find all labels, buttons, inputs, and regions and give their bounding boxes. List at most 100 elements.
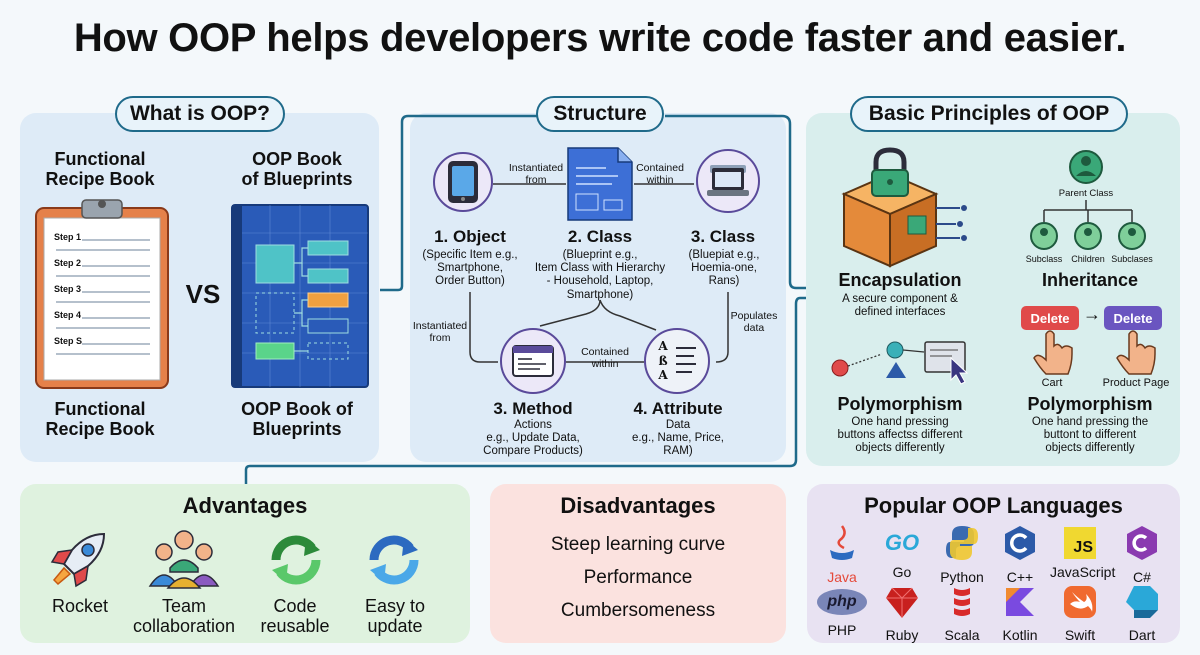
- method-desc: Actions e.g., Update Data, Compare Produ…: [483, 419, 583, 458]
- disadvantages-panel: [490, 484, 786, 643]
- lang-php: php PHP: [812, 584, 872, 638]
- disadvantage-performance: Performance: [583, 567, 693, 588]
- laptop-icon: [707, 165, 749, 196]
- lang-name: Scala: [944, 627, 980, 643]
- vs-label: VS: [185, 279, 221, 309]
- cpp-icon: [1005, 526, 1035, 560]
- inheritance-title: Inheritance: [1041, 270, 1139, 290]
- lang-name: Python: [940, 569, 984, 585]
- principles-heading: Basic Principles of OOP: [850, 96, 1128, 132]
- class-desc-middle: (Blueprint e.g., Item Class with Hierarc…: [534, 249, 666, 301]
- lang-javascript: JS JavaScript: [1050, 524, 1116, 580]
- recipe-book-label-top: Functional Recipe Book: [45, 149, 155, 189]
- recycle-arrows-icon: [266, 530, 326, 590]
- structure-heading: Structure: [536, 96, 664, 132]
- lang-go: GO Go: [872, 524, 932, 580]
- instantiated-from-label-left: Instantiated from: [412, 320, 468, 345]
- java-icon: [830, 525, 854, 560]
- attribute-desc: Data e.g., Name, Price, RAM): [631, 419, 725, 458]
- lang-name: Swift: [1064, 627, 1096, 643]
- contained-within-label-bottom: Contained within: [581, 346, 629, 371]
- lang-name: Dart: [1128, 627, 1156, 643]
- class-title-right: 3. Class: [690, 227, 756, 246]
- team-icon: [148, 528, 220, 592]
- kotlin-icon: [1006, 588, 1034, 616]
- polymorphism-title-left: Polymorphism: [837, 394, 963, 414]
- ruby-icon: [886, 587, 918, 618]
- populates-data-label: Populates data: [730, 310, 778, 335]
- php-icon: php: [817, 589, 867, 615]
- rocket-icon: [46, 528, 110, 592]
- lang-csharp: C#: [1112, 524, 1172, 585]
- lang-name: Kotlin: [1002, 627, 1038, 643]
- advantages-heading: Advantages: [182, 493, 308, 518]
- instantiated-from-label-top: Instantiated from: [508, 162, 564, 187]
- recipe-book-label-bottom: Functional Recipe Book: [45, 399, 155, 439]
- disadvantages-heading: Disadvantages: [560, 493, 716, 518]
- arrow-right-icon: →: [1083, 304, 1101, 324]
- blueprint-document-icon: [566, 146, 634, 222]
- refresh-arrows-icon: [364, 530, 424, 590]
- class-circle: [696, 149, 760, 213]
- secure-box-icon: [832, 146, 972, 270]
- lang-swift: Swift: [1050, 584, 1110, 643]
- step-4: Step 4: [54, 310, 82, 320]
- dart-icon: [1126, 586, 1158, 618]
- disadvantage-learning-curve: Steep learning curve: [550, 534, 726, 555]
- lang-name: C#: [1133, 569, 1151, 585]
- class-desc-right: (Bluepiat e.g., Hoemia-one, Rans): [688, 249, 760, 288]
- advantage-code-reusable: Code reusable: [260, 596, 330, 636]
- disadvantage-cumbersomeness: Cumbersomeness: [560, 600, 716, 621]
- attr-glyph-3: A: [658, 368, 668, 383]
- advantages-panel: [20, 484, 470, 643]
- advantage-team-collaboration: Team collaboration: [132, 596, 236, 636]
- csharp-icon: [1127, 526, 1157, 560]
- lang-name: Go: [892, 564, 912, 580]
- blueprint-book-icon: [230, 203, 370, 389]
- attribute-list-icon: A ß A: [658, 339, 696, 383]
- cart-caption: Cart: [1041, 377, 1063, 389]
- lang-dart: Dart: [1112, 584, 1172, 643]
- lang-ruby: Ruby: [872, 584, 932, 643]
- subclass-label-2: Children: [1071, 254, 1105, 264]
- object-circle: [433, 152, 493, 212]
- lang-kotlin: Kotlin: [990, 584, 1050, 643]
- python-icon: [946, 526, 978, 560]
- lang-java: Java: [812, 524, 872, 585]
- go-icon: GO: [884, 530, 920, 555]
- step-5: Step S: [54, 336, 83, 346]
- lang-name: Java: [827, 569, 857, 585]
- lang-name: JavaScript: [1050, 564, 1116, 580]
- contained-within-label-top: Contained within: [636, 162, 684, 187]
- encapsulation-desc: A secure component & defined interfaces: [842, 293, 958, 319]
- smartphone-icon: [448, 161, 478, 203]
- step-3: Step 3: [54, 284, 82, 294]
- advantage-rocket: Rocket: [51, 596, 109, 616]
- delete-button-cart[interactable]: Delete: [1021, 306, 1079, 330]
- polymorphism-title-right: Polymorphism: [1027, 394, 1153, 414]
- scala-icon: [954, 588, 970, 616]
- advantage-easy-to-update: Easy to update: [364, 596, 426, 636]
- attribute-circle: A ß A: [644, 328, 710, 394]
- lang-python: Python: [932, 524, 992, 585]
- class-title-middle: 2. Class: [567, 227, 633, 246]
- delete-button-product-page[interactable]: Delete: [1104, 306, 1162, 330]
- lang-scala: Scala: [932, 584, 992, 643]
- object-title: 1. Object: [434, 227, 506, 246]
- clipboard-icon: [34, 196, 170, 390]
- attr-glyph-1: A: [658, 339, 668, 354]
- languages-panel: [807, 484, 1180, 643]
- attr-glyph-2: ß: [658, 353, 668, 368]
- method-title: 3. Method: [493, 399, 573, 418]
- object-desc: (Specific Item e.g., Smartphone, Order B…: [422, 249, 518, 288]
- step-2: Step 2: [54, 258, 82, 268]
- page-title: How OOP helps developers write code fast…: [73, 16, 1127, 60]
- blueprint-book-label-bottom: OOP Book of Blueprints: [241, 399, 353, 439]
- step-1: Step 1: [54, 232, 82, 242]
- blueprint-book-label-top: OOP Book of Blueprints: [241, 149, 353, 189]
- browser-window-icon: [512, 345, 554, 377]
- polymorphism-desc-left: One hand pressing buttons affectss diffe…: [837, 416, 963, 455]
- principles-panel: [806, 113, 1180, 466]
- javascript-icon: JS: [1064, 527, 1096, 559]
- encapsulation-title: Encapsulation: [838, 270, 962, 290]
